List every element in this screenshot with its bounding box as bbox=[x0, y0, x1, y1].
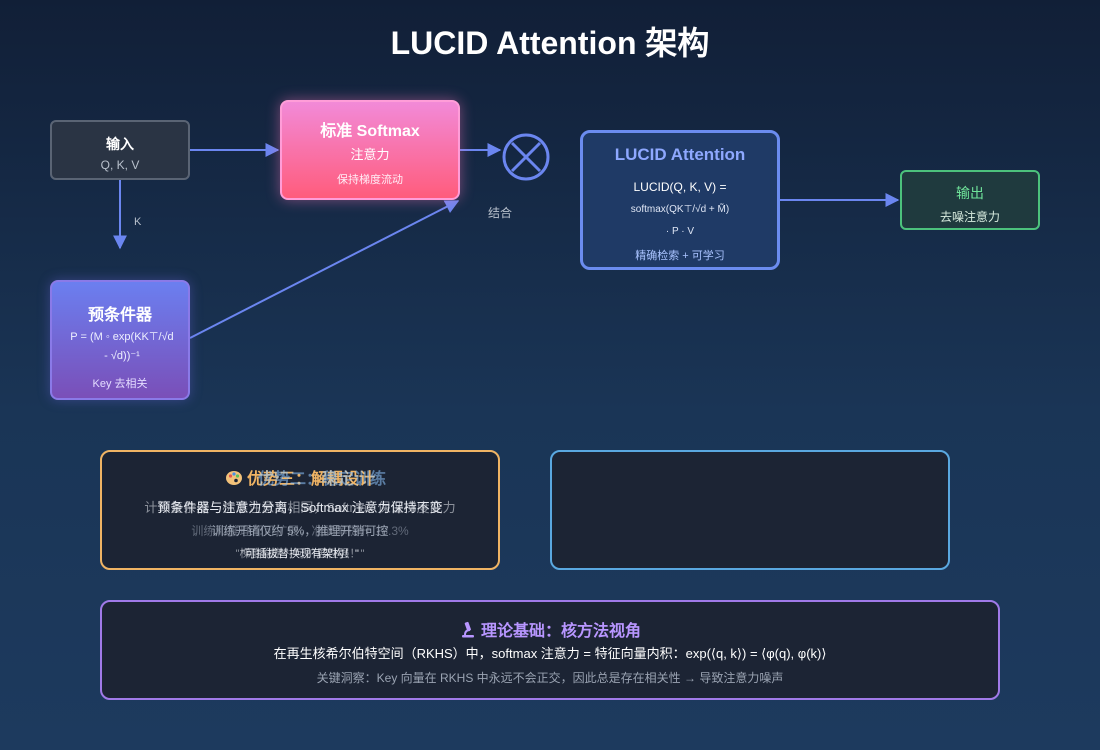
output-node-sub: 去噪注意力 bbox=[939, 210, 1000, 224]
output-node-title: 输出 bbox=[956, 185, 984, 201]
input-node-sub: Q, K, V bbox=[100, 158, 140, 172]
output-node: 输出 去噪注意力 bbox=[900, 170, 1040, 230]
edge-k-label: K bbox=[134, 216, 142, 228]
advantage-card: 优势三：解耦设计 预条件器与注意力分离，Softmax 注意力保持不变 训练开销… bbox=[100, 450, 500, 570]
advantage-title-a: 优势三：解耦设计 bbox=[246, 471, 375, 488]
lucid-formula-line1: LUCID(Q, K, V) = bbox=[633, 180, 727, 194]
lucid-formula-line2: softmax(QK⊤/√d + M̃) bbox=[630, 204, 730, 215]
softmax-node: 标准 Softmax 注意力 保持梯度流动 bbox=[280, 100, 460, 200]
theory-line1: 在再生核希尔伯特空间（RKHS）中，softmax 注意力 = 特征向量内积：e… bbox=[273, 646, 827, 661]
lucid-formula-line3: · P · V bbox=[665, 226, 695, 237]
advantage-b-line3: "梯度稳定，可扩展性强！" bbox=[235, 548, 365, 560]
theory-card: 理论基础：核方法视角 在再生核希尔伯特空间（RKHS）中，softmax 注意力… bbox=[100, 600, 1000, 700]
preconditioner-formula-line2: - √d))⁻¹ bbox=[104, 350, 140, 362]
softmax-node-sub: 注意力 bbox=[350, 147, 390, 162]
empty-card bbox=[550, 450, 950, 570]
preconditioner-node: 预条件器 P = (M ◦ exp(KK⊤/√d - √d))⁻¹ Key 去相… bbox=[50, 280, 190, 400]
lucid-attention-node: LUCID Attention LUCID(Q, K, V) = softmax… bbox=[580, 130, 780, 270]
microscope-icon bbox=[461, 621, 474, 638]
softmax-node-title: 标准 Softmax bbox=[320, 123, 420, 140]
preconditioner-node-desc: Key 去相关 bbox=[92, 378, 148, 390]
combine-label: 结合 bbox=[487, 206, 512, 220]
advantage-a-line1: 预条件器与注意力分离，Softmax 注意力保持不变 bbox=[157, 500, 443, 515]
page-title: LUCID Attention 架构 bbox=[390, 25, 710, 61]
advantage-title-a-row: 优势三：解耦设计 bbox=[102, 465, 498, 489]
theory-title-row: 理论基础：核方法视角 bbox=[102, 617, 998, 641]
advantage-layer-b: 优势二：稳定训练 计算复杂度与标准注意力相同，Softmax 保证梯度能力 训练… bbox=[102, 452, 498, 568]
preconditioner-formula-line1: P = (M ◦ exp(KK⊤/√d bbox=[70, 331, 174, 343]
multiply-circle-icon bbox=[502, 133, 550, 181]
advantage-b-line1: 计算复杂度与标准注意力相同，Softmax 保证梯度能力 bbox=[144, 500, 456, 515]
advantage-a-line2: 训练开销仅约 5%，推理开销可控 bbox=[211, 524, 389, 538]
lucid-node-title: LUCID Attention bbox=[614, 145, 746, 164]
theory-line2: 关键洞察：Key 向量在 RKHS 中永远不会正交，因此总是存在相关性 → 导致… bbox=[316, 671, 784, 685]
advantage-title-b: 优势二：稳定训练 bbox=[257, 471, 386, 488]
input-node: 输入 Q, K, V bbox=[50, 120, 190, 180]
paint-palette-icon bbox=[225, 471, 242, 485]
theory-title: 理论基础：核方法视角 bbox=[480, 623, 641, 640]
advantage-layer-a: 优势三：解耦设计 预条件器与注意力分离，Softmax 注意力保持不变 训练开销… bbox=[102, 452, 498, 568]
preconditioner-formula: P = (M ◦ exp(KK⊤/√d - √d))⁻¹ bbox=[58, 328, 186, 366]
advantage-b-line2: 训练和推理都可扩展，准确率提升 18.3% bbox=[191, 524, 409, 538]
softmax-node-desc: 保持梯度流动 bbox=[337, 174, 403, 186]
edge-precond-to-softmax bbox=[189, 200, 460, 339]
lucid-node-desc: 精确检索 + 可学习 bbox=[635, 250, 725, 262]
advantage-a-line3: "可插拔替换现有架构！" bbox=[241, 548, 359, 560]
input-node-title: 输入 bbox=[106, 136, 134, 152]
preconditioner-node-title: 预条件器 bbox=[87, 307, 152, 324]
